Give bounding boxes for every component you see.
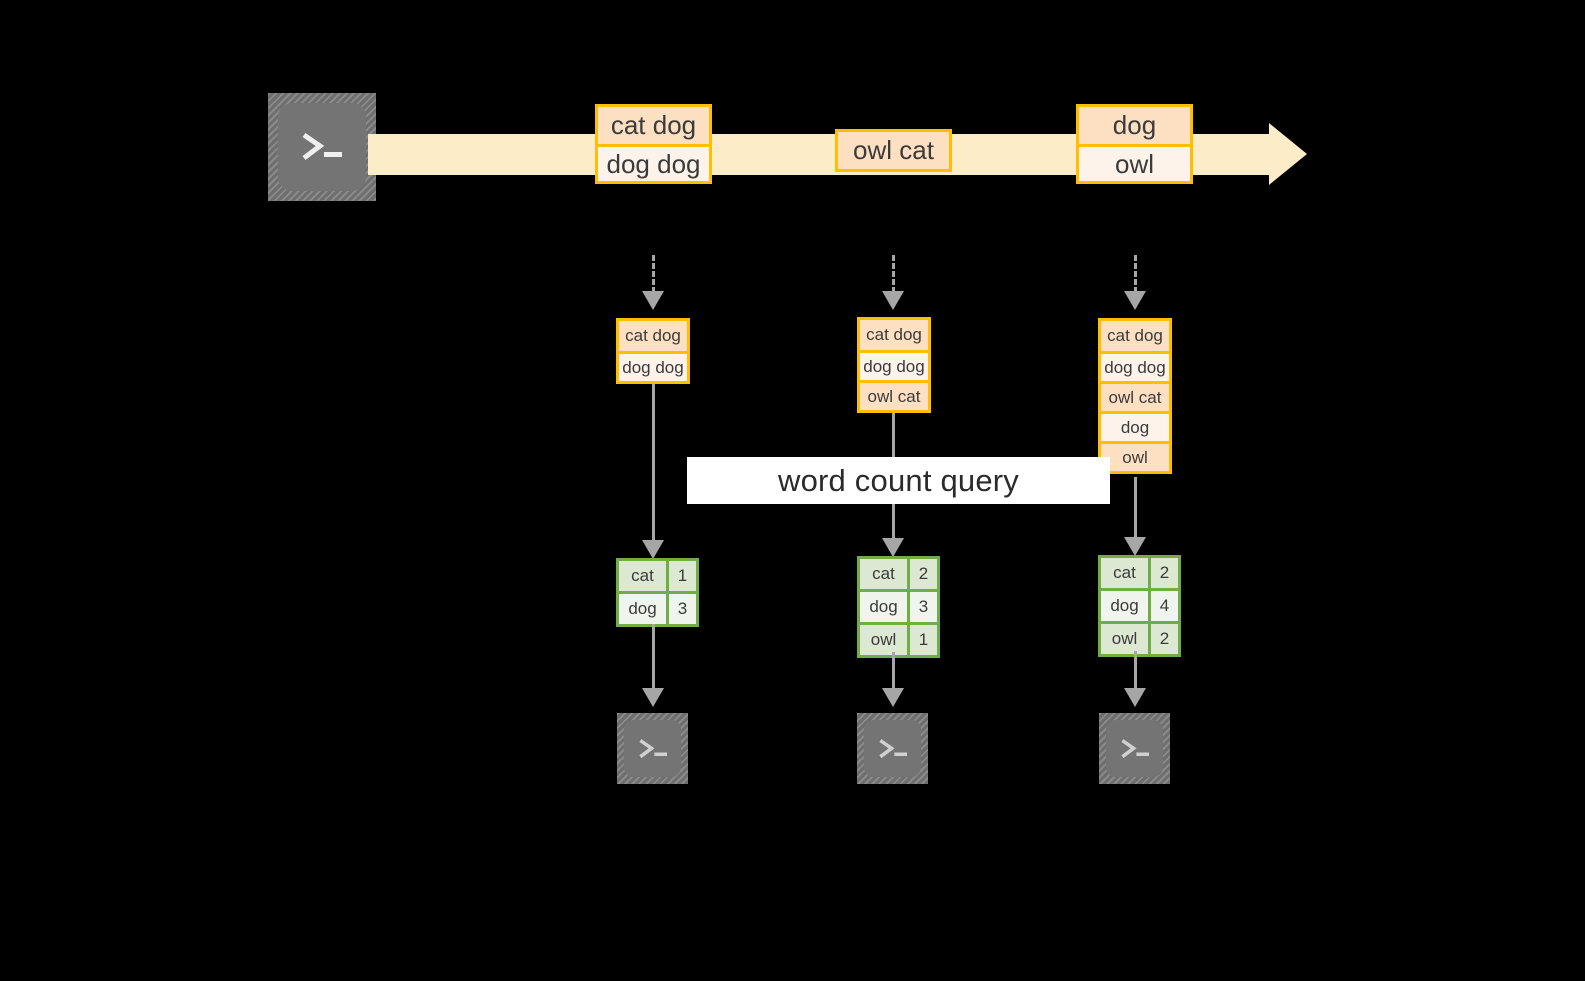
table-cell-key: owl <box>1101 624 1148 654</box>
prompt-caret-icon <box>878 738 907 758</box>
query-flow-line-t3 <box>1134 477 1137 552</box>
stream-batch-3: dog owl <box>1076 104 1193 184</box>
query-label-band: word count query <box>687 457 1110 504</box>
stream-record: cat dog <box>598 107 709 144</box>
snapshot-trigger-arrowhead-t3 <box>1124 291 1146 310</box>
snapshot-record: owl cat <box>860 380 928 410</box>
query-flow-arrowhead-t2 <box>882 538 904 557</box>
table-cell-key: cat <box>619 561 666 591</box>
snapshot-trigger-line-t2 <box>892 255 895 293</box>
source-terminal-icon <box>268 93 376 201</box>
snapshot-trigger-line-t3 <box>1134 255 1137 293</box>
query-flow-arrowhead-t3 <box>1124 537 1146 556</box>
sink-flow-line-t2 <box>892 652 895 694</box>
event-stream-arrowhead <box>1269 123 1307 185</box>
table-cell-key: dog <box>1101 591 1148 621</box>
snapshot-record: cat dog <box>860 320 928 350</box>
sink-terminal-inner <box>864 720 921 777</box>
prompt-caret-icon <box>1120 738 1149 758</box>
table-row: owl 2 <box>1101 621 1178 654</box>
table-row: dog 3 <box>860 589 937 622</box>
snapshot-t2: cat dog dog dog owl cat <box>857 317 931 413</box>
table-cell-value: 2 <box>907 559 937 589</box>
sink-flow-line-t1 <box>652 624 655 694</box>
result-table-t2: cat 2 dog 3 owl 1 <box>857 556 940 658</box>
snapshot-record: dog dog <box>619 351 687 381</box>
prompt-caret-icon <box>638 738 667 758</box>
stream-record: owl cat <box>838 132 949 169</box>
sink-flow-arrowhead-t3 <box>1124 688 1146 707</box>
snapshot-trigger-arrowhead-t1 <box>642 291 664 310</box>
table-row: dog 3 <box>619 591 696 624</box>
snapshot-record: owl <box>1101 441 1169 471</box>
query-flow-arrowhead-t1 <box>642 540 664 559</box>
query-label: word count query <box>778 462 1019 498</box>
table-cell-key: owl <box>860 625 907 655</box>
snapshot-trigger-line-t1 <box>652 255 655 293</box>
table-cell-key: dog <box>860 592 907 622</box>
snapshot-record: dog dog <box>860 350 928 380</box>
query-flow-line-t1 <box>652 384 655 552</box>
result-table-t1: cat 1 dog 3 <box>616 558 699 627</box>
stream-record: owl <box>1079 144 1190 181</box>
stream-record: dog dog <box>598 144 709 181</box>
sink-terminal-icon-t3 <box>1099 713 1170 784</box>
stream-batch-2: owl cat <box>835 129 952 172</box>
prompt-caret-icon <box>302 132 342 160</box>
table-cell-value: 3 <box>907 592 937 622</box>
snapshot-record: owl cat <box>1101 381 1169 411</box>
table-cell-value: 4 <box>1148 591 1178 621</box>
sink-flow-line-t3 <box>1134 651 1137 694</box>
table-row: cat 2 <box>860 559 937 589</box>
snapshot-record: cat dog <box>619 321 687 351</box>
snapshot-record: dog <box>1101 411 1169 441</box>
table-row: cat 2 <box>1101 558 1178 588</box>
sink-terminal-icon-t1 <box>617 713 688 784</box>
table-row: dog 4 <box>1101 588 1178 621</box>
table-cell-value: 1 <box>907 625 937 655</box>
table-cell-key: dog <box>619 594 666 624</box>
snapshot-t3: cat dog dog dog owl cat dog owl <box>1098 318 1172 474</box>
sink-terminal-inner <box>624 720 681 777</box>
stream-batch-1: cat dog dog dog <box>595 104 712 184</box>
sink-terminal-inner <box>1106 720 1163 777</box>
snapshot-record: dog dog <box>1101 351 1169 381</box>
table-cell-value: 3 <box>666 594 696 624</box>
source-terminal-inner <box>278 103 366 191</box>
snapshot-t1: cat dog dog dog <box>616 318 690 384</box>
sink-flow-arrowhead-t1 <box>642 688 664 707</box>
stream-record: dog <box>1079 107 1190 144</box>
table-row: cat 1 <box>619 561 696 591</box>
snapshot-record: cat dog <box>1101 321 1169 351</box>
snapshot-trigger-arrowhead-t2 <box>882 291 904 310</box>
table-row: owl 1 <box>860 622 937 655</box>
sink-terminal-icon-t2 <box>857 713 928 784</box>
table-cell-value: 2 <box>1148 624 1178 654</box>
result-table-t3: cat 2 dog 4 owl 2 <box>1098 555 1181 657</box>
table-cell-value: 2 <box>1148 558 1178 588</box>
table-cell-key: cat <box>1101 558 1148 588</box>
table-cell-key: cat <box>860 559 907 589</box>
sink-flow-arrowhead-t2 <box>882 688 904 707</box>
table-cell-value: 1 <box>666 561 696 591</box>
